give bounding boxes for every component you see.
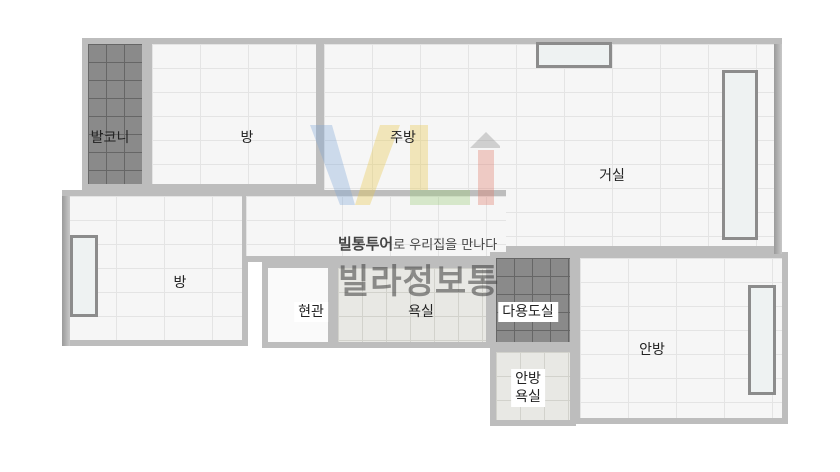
tagline-bold: 빌통투어 — [338, 235, 394, 253]
window-master — [748, 285, 776, 395]
label-master-bath-line1: 안방 — [515, 371, 541, 387]
label-living: 거실 — [599, 168, 625, 184]
label-kitchen: 주방 — [390, 130, 416, 146]
label-entrance: 현관 — [294, 302, 328, 322]
room-balcony — [82, 38, 148, 190]
room-utility — [490, 252, 576, 348]
watermark-brand: 빌라정보통 — [338, 262, 500, 302]
room-bathroom — [332, 262, 492, 348]
label-room-top: 방 — [240, 130, 254, 146]
label-utility: 다용도실 — [498, 302, 558, 322]
label-room-left: 방 — [173, 275, 187, 291]
window-living — [722, 70, 758, 240]
window-left-room — [70, 235, 98, 317]
room-top-bedroom — [146, 38, 322, 190]
label-bathroom: 욕실 — [408, 304, 434, 320]
wall-left — [62, 196, 70, 346]
label-master-bath-line2: 욕실 — [515, 389, 541, 405]
label-master-bath: 안방 욕실 — [511, 369, 545, 407]
label-master: 안방 — [639, 342, 665, 358]
watermark-logo — [310, 125, 500, 205]
wall-right — [774, 44, 782, 254]
tagline-rest: 로 우리집을 만나다 — [393, 238, 498, 253]
watermark-tagline: 빌통투어로 우리집을 만나다 — [338, 233, 497, 254]
hallway — [246, 190, 506, 262]
label-balcony: 발코니 — [90, 130, 130, 146]
window-skylight — [536, 42, 612, 68]
